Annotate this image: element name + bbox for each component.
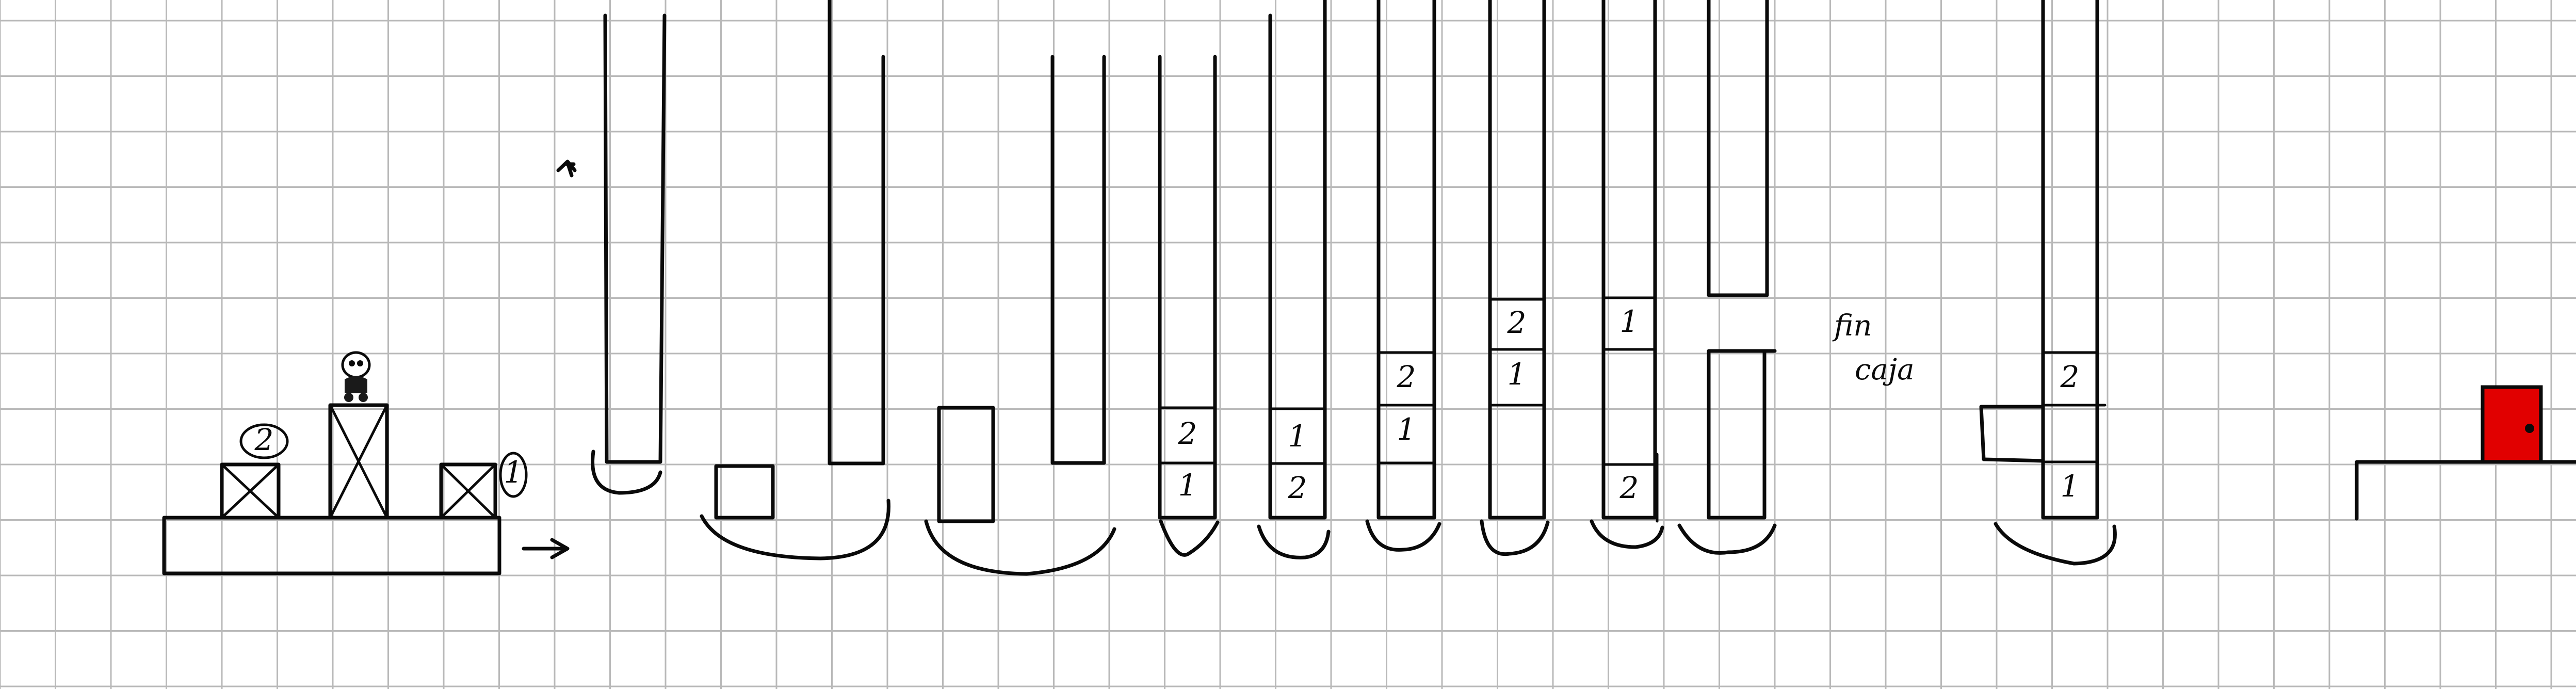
shaft-9 [1677, 0, 1777, 555]
box-label: 1 [1288, 419, 1307, 454]
shaft-7: 2 1 [1480, 0, 1550, 556]
box-label: 2 [1507, 305, 1527, 340]
right-arrow-icon [522, 538, 570, 559]
crate-label-2: 2 [254, 422, 274, 457]
crate-2: 2 [220, 422, 289, 520]
floating-box [714, 464, 775, 520]
note-line-1: fin [1832, 309, 1872, 343]
box-label: 2 [1288, 470, 1307, 505]
box-label: 1 [2061, 469, 2080, 504]
shaft-6: 2 1 [1365, 0, 1441, 552]
tall-block [937, 406, 995, 523]
box-label: 1 [1397, 412, 1416, 447]
tall-crate [328, 403, 389, 520]
handwritten-note: fin caja [1832, 309, 1915, 387]
shaft-10: 2 1 [1979, 0, 2117, 566]
shaft-8: 1 2 [1590, 0, 1664, 549]
crate-label-1: 1 [504, 455, 523, 490]
shaft-5: 1 2 [1257, 0, 1331, 559]
box-label: 1 [1620, 304, 1639, 339]
shaft-4: 2 1 [1158, 55, 1220, 557]
door-icon [2481, 385, 2543, 464]
character-icon [341, 351, 371, 402]
box-label: 2 [1619, 470, 1639, 505]
box-label: 2 [1178, 416, 1197, 451]
shaft-1 [591, 13, 667, 495]
box-label: 2 [2060, 359, 2080, 394]
shaft-3 [924, 55, 1116, 576]
note-line-2: caja [1855, 353, 1915, 387]
box-label: 1 [1178, 468, 1197, 503]
crate-1: 1 [439, 452, 528, 520]
up-arrow-icon [556, 159, 577, 178]
exit-area [2355, 385, 2576, 521]
box-label: 1 [1508, 357, 1527, 392]
start-scene: 2 1 [162, 159, 577, 575]
shaft-2 [700, 0, 890, 560]
box-label: 2 [1397, 359, 1416, 394]
